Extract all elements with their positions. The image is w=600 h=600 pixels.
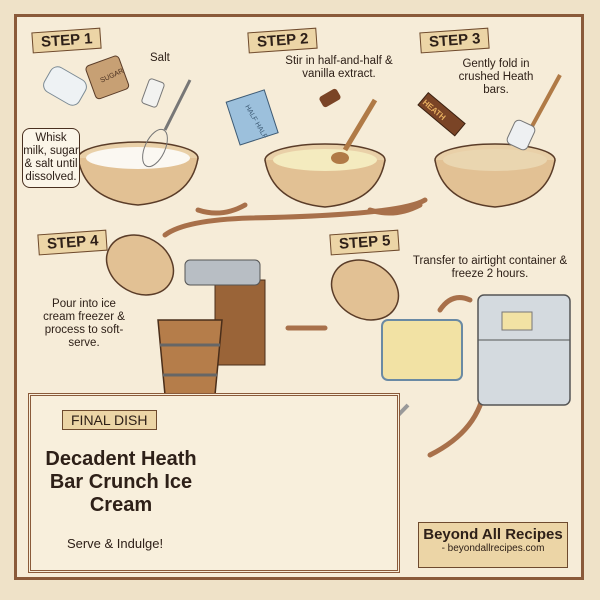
brand-name: Beyond All Recipes <box>423 526 563 543</box>
vanilla-bottle-icon <box>319 88 341 108</box>
heath-bar-icon: HEATH <box>417 92 466 137</box>
pouring-bowl-icon <box>105 234 175 296</box>
pouring-bowl-step5-icon <box>330 259 400 321</box>
sugar-bag-icon: SUGAR <box>85 55 130 100</box>
arrow-to-freezer <box>437 295 473 313</box>
step1-instruction: Whisk milk, sugar & salt until dissolved… <box>22 128 80 188</box>
arrow-step3-to-4 <box>162 197 428 238</box>
wooden-spoon-icon <box>331 98 378 164</box>
step1-bowl <box>77 141 199 206</box>
salt-label: Salt <box>150 52 170 64</box>
final-dish-banner: FINAL DISH <box>62 410 157 430</box>
half-and-half-carton-icon: HALF HALF <box>225 89 279 146</box>
step5-instruction: Transfer to airtight container & freeze … <box>412 255 568 280</box>
freezer-icon <box>477 294 571 406</box>
step2-instruction: Stir in half-and-half & vanilla extract. <box>285 55 393 80</box>
milk-bottle-icon <box>43 66 87 106</box>
arrow-step1-to-2 <box>195 202 248 216</box>
salt-shaker-icon <box>141 78 165 108</box>
ice-cream-freezer-icon <box>157 259 266 396</box>
final-dish-title: Decadent Heath Bar Crunch Ice Cream <box>45 448 197 516</box>
whisk-icon <box>142 79 192 168</box>
step3-instruction: Gently fold in crushed Heath bars. <box>458 58 534 96</box>
branding-banner: Beyond All Recipes - beyondallrecipes.co… <box>418 522 568 568</box>
spatula-icon <box>506 74 562 151</box>
brand-url[interactable]: - beyondallrecipes.com <box>441 543 545 554</box>
final-dish-tagline: Serve & Indulge! <box>66 536 164 551</box>
step4-instruction: Pour into ice cream freezer & process to… <box>43 298 125 349</box>
arrow-to-final <box>427 382 488 458</box>
step3-bowl <box>434 143 556 208</box>
airtight-container-icon <box>381 319 463 381</box>
step2-bowl <box>264 143 386 208</box>
